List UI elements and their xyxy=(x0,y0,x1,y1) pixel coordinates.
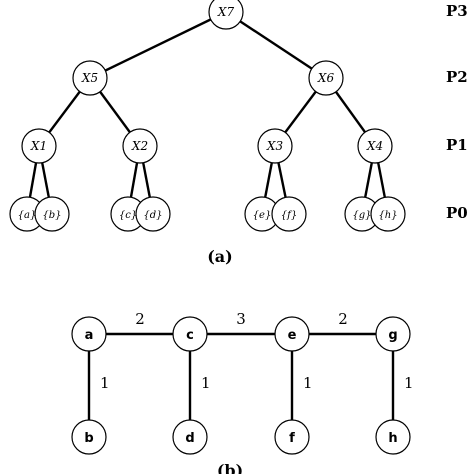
level-label-p2: P2 xyxy=(446,68,468,86)
graph-node-label: g xyxy=(388,328,397,343)
leaf-label: {c} xyxy=(119,210,137,221)
tree-node-label: X3 xyxy=(266,139,284,153)
leaf-node-b: {b} xyxy=(34,196,70,232)
edge-weight-c-d: 1 xyxy=(201,374,211,392)
edge-weight-e-f: 1 xyxy=(303,374,313,392)
level-label-p3: P3 xyxy=(446,2,468,20)
graph-node-a: a xyxy=(71,316,107,352)
leaf-node-d: {d} xyxy=(135,196,171,232)
graph-node-e: e xyxy=(274,316,310,352)
graph-node-label: f xyxy=(289,431,295,446)
graph-node-f: f xyxy=(274,419,310,455)
caption-b: (b) xyxy=(217,461,243,474)
tree-edges xyxy=(25,10,390,215)
leaf-label: {b} xyxy=(42,210,61,221)
edge-weight-a-c: 2 xyxy=(135,310,145,328)
caption-a: (a) xyxy=(207,247,233,266)
tree-node-x2: X2 xyxy=(122,128,158,164)
leaf-label: {f} xyxy=(281,210,297,221)
tree-node-x4: X4 xyxy=(357,128,393,164)
edge-weight-g-h: 1 xyxy=(404,374,414,392)
graph-node-label: d xyxy=(185,431,194,446)
tree-node-x7: X7 xyxy=(208,0,244,30)
leaf-label: {d} xyxy=(143,210,162,221)
tree-node-x5: X5 xyxy=(72,60,108,96)
tree-node-x3: X3 xyxy=(257,128,293,164)
leaf-node-f: {f} xyxy=(271,196,307,232)
tree-node-label: X2 xyxy=(131,139,148,153)
edge-weight-a-b: 1 xyxy=(100,374,110,392)
graph-node-label: b xyxy=(84,431,93,446)
leaf-node-h: {h} xyxy=(370,196,406,232)
tree-node-x6: X6 xyxy=(308,60,344,96)
leaf-label: {h} xyxy=(378,210,397,221)
leaf-label: {e} xyxy=(253,210,272,221)
tree-node-label: X7 xyxy=(217,5,235,19)
graph-node-label: e xyxy=(288,328,297,343)
graph-node-c: c xyxy=(172,316,208,352)
tree-node-label: X5 xyxy=(81,71,98,85)
graph-node-h: h xyxy=(375,419,411,455)
graph-node-label: c xyxy=(186,328,194,343)
leaf-label: {a} xyxy=(18,210,37,221)
graph-node-g: g xyxy=(375,316,411,352)
level-label-p0: P0 xyxy=(446,204,468,222)
tree-node-label: X4 xyxy=(366,139,383,153)
edge-weight-c-e: 3 xyxy=(236,310,246,328)
tree-edge-x7-x6 xyxy=(225,10,327,80)
graph-node-d: d xyxy=(172,419,208,455)
tree-node-x1: X1 xyxy=(21,128,57,164)
leaf-label: {g} xyxy=(352,210,371,221)
graph-node-label: h xyxy=(388,431,397,446)
tree-node-label: X6 xyxy=(317,71,335,85)
tree-edge-x7-x5 xyxy=(89,10,227,80)
graph-edges xyxy=(87,332,395,437)
graph-node-b: b xyxy=(71,419,107,455)
level-label-p1: P1 xyxy=(446,136,468,154)
tree-node-label: X1 xyxy=(30,139,47,153)
edge-weight-e-g: 2 xyxy=(338,310,348,328)
graph-node-label: a xyxy=(85,328,94,343)
